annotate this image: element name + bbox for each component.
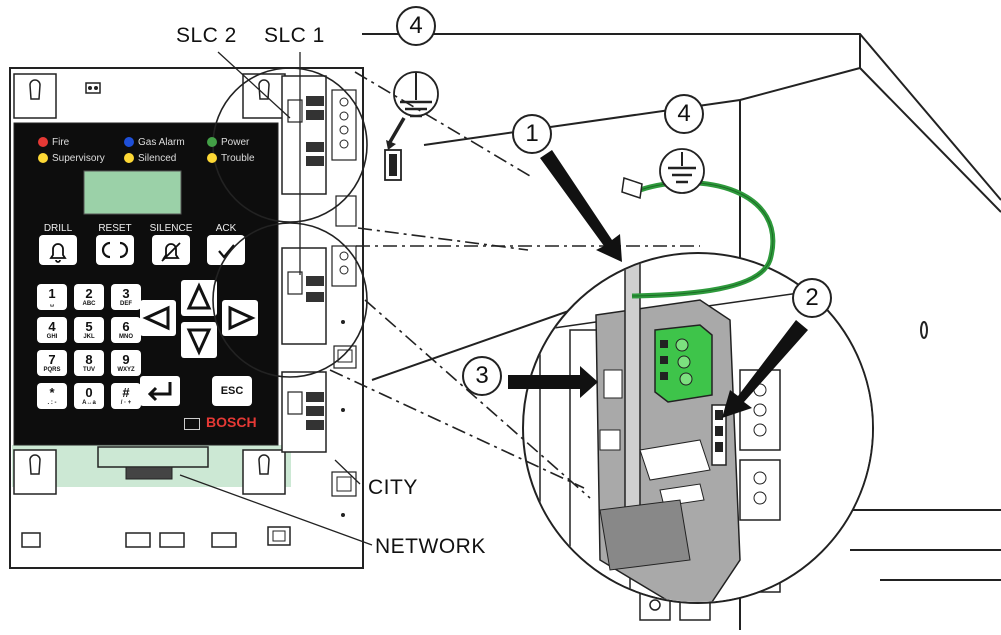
drill-key-label: DRILL	[43, 223, 73, 234]
keypad-key: #/ · +	[111, 383, 141, 409]
keypad-key-letters: . : -	[47, 400, 57, 406]
arrow-right-icon	[228, 305, 256, 331]
keypad-key-digit: 3	[122, 286, 130, 301]
enter-key	[140, 376, 180, 406]
callout-2: 2	[792, 278, 832, 318]
detail-contents	[539, 259, 872, 602]
gas-alarm-label: Gas Alarm	[138, 137, 185, 148]
supervisory-led	[38, 153, 48, 163]
power-label: Power	[221, 137, 250, 148]
city-connector	[331, 471, 357, 497]
keypad-key-letters: / · +	[120, 400, 132, 406]
keypad-key-letters: A↔a	[82, 400, 96, 406]
keypad-key-digit: #	[122, 385, 130, 400]
fire-led	[38, 137, 48, 147]
label-leaders	[179, 51, 373, 546]
keypad-key-digit: 7	[48, 352, 56, 367]
keypad-key-digit: 6	[122, 319, 130, 334]
label-slc2: SLC 2	[176, 24, 237, 47]
silence-key-label: SILENCE	[149, 223, 193, 234]
keypad-key-digit: *	[49, 385, 55, 400]
callout-4-enclosure: 4	[664, 94, 704, 134]
arrow-left-icon	[142, 305, 170, 331]
silenced-led	[124, 153, 134, 163]
lcd-display	[83, 170, 182, 215]
callout-4-panel: 4	[396, 6, 436, 46]
keypad-key-digit: 0	[85, 385, 93, 400]
keypad-key-digit: 2	[85, 286, 93, 301]
reset-key-label: RESET	[98, 223, 132, 234]
arrow-2-icon	[722, 320, 808, 418]
callout-3: 3	[462, 356, 502, 396]
keypad-key: 1␣	[37, 284, 67, 310]
label-city: CITY	[368, 476, 418, 499]
keypad-key-letters: WXYZ	[117, 367, 135, 373]
keypad-key-letters: DEF	[120, 301, 132, 307]
trouble-label: Trouble	[221, 153, 255, 164]
keypad-key-digit: 5	[85, 319, 93, 334]
silenced-label: Silenced	[138, 153, 177, 164]
reset-icon	[101, 241, 129, 259]
keypad-key-letters: PQRS	[43, 367, 61, 373]
keyhole-bottom-right	[242, 449, 286, 495]
keypad-key-digit: 8	[85, 352, 93, 367]
keypad-key-letters: ABC	[82, 301, 96, 307]
keypad-key-digit: 9	[122, 352, 130, 367]
ring-terminal-icon	[621, 177, 643, 199]
power-led	[207, 137, 217, 147]
enter-icon	[147, 382, 172, 402]
keypad-key-letters: ␣	[50, 301, 54, 307]
projection-lines	[329, 71, 700, 499]
check-icon	[218, 244, 235, 259]
supervisory-label: Supervisory	[52, 153, 105, 164]
gas-alarm-led	[124, 137, 134, 147]
network-mark-icon	[184, 418, 200, 430]
fire-label: Fire	[52, 137, 70, 148]
bell-icon	[49, 243, 67, 263]
arrow-down-icon	[186, 328, 212, 356]
label-network: NETWORK	[375, 535, 486, 558]
nav-arrows	[140, 280, 258, 358]
keyhole-top-left	[13, 73, 57, 119]
ack-key-label: ACK	[215, 223, 237, 234]
label-slc1: SLC 1	[264, 24, 325, 47]
brand-logo: BOSCH	[206, 414, 257, 430]
keypad-key-letters: TUV	[83, 367, 95, 373]
keyhole-bottom-left	[13, 449, 57, 495]
detail-circle-slc-lower	[212, 222, 368, 378]
keypad-key-letters: JKL	[83, 334, 95, 340]
trouble-led	[207, 153, 217, 163]
keypad-key-letters: GHI	[46, 334, 58, 340]
keypad-key: *. : -	[37, 383, 67, 409]
keypad-key-digit: 4	[48, 319, 56, 334]
esc-key: ESC	[212, 376, 252, 406]
function-key-buttons	[39, 235, 245, 265]
slc-terminal-block	[654, 324, 713, 403]
callout-1: 1	[512, 114, 552, 154]
pointer-arrows	[508, 150, 808, 418]
ground-lug-panel	[384, 71, 439, 181]
ground-symbol-enclosure	[659, 148, 705, 194]
silence-bell-icon	[161, 242, 181, 262]
keypad-key-letters: MNO	[119, 334, 133, 340]
keypad-key-digit: 1	[48, 286, 56, 301]
arrow-up-icon	[186, 282, 212, 310]
arrow-3-icon	[508, 366, 598, 398]
arrow-1-icon	[540, 150, 622, 262]
